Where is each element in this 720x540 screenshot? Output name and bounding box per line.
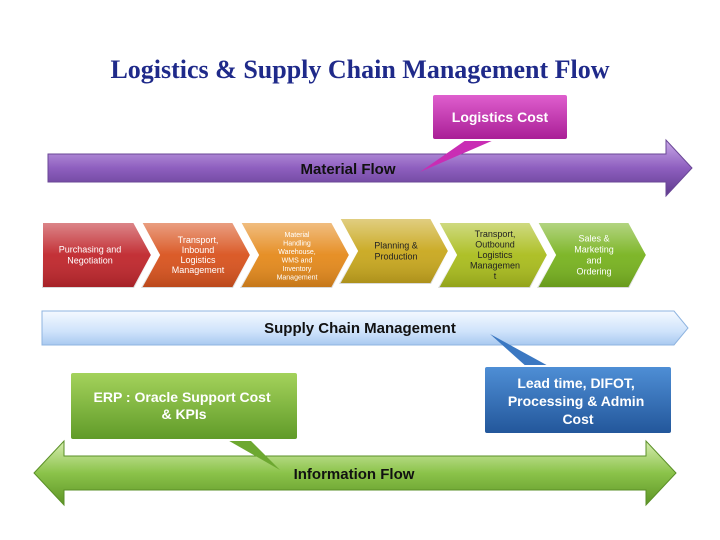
process-step-line: Marketing (574, 245, 614, 255)
process-step-line: and (586, 256, 601, 266)
process-step-line: Ordering (576, 267, 611, 277)
process-step-shine (141, 222, 251, 288)
process-step-line: Transport, (475, 229, 516, 239)
process-step: Planning &Production (337, 217, 451, 285)
process-step-line: Logistics (180, 255, 216, 265)
page-title: Logistics & Supply Chain Management Flow (110, 55, 609, 84)
process-step-line: Outbound (475, 240, 515, 250)
process-step-line: Managemen (470, 261, 520, 271)
lead-time-callout-pointer (490, 334, 552, 368)
process-step-line: Planning & (374, 241, 418, 251)
process-step-line: Inventory (283, 266, 312, 273)
erp-label: ERP : Oracle Support Cost & KPIs (94, 389, 275, 422)
process-step-line: Management (277, 274, 318, 281)
lead-time-label: Lead time, DIFOT, Processing & Admin Cos… (508, 375, 648, 427)
erp-callout (69, 371, 299, 441)
process-step-label: Planning &Production (374, 241, 418, 262)
material-flow-label: Material Flow (300, 161, 395, 178)
supply-chain-arrow (41, 310, 689, 346)
process-step-line: Logistics (477, 250, 513, 260)
process-step-line: Negotiation (67, 256, 113, 266)
process-step-shine (240, 222, 350, 288)
process-step-line: Handling (283, 240, 311, 247)
process-step-shine (339, 218, 449, 284)
erp-callout-pointer (224, 438, 280, 470)
logistics-cost-label: Logistics Cost (452, 109, 549, 125)
process-step-line: Production (374, 252, 417, 262)
information-flow-arrow (33, 439, 677, 507)
process-step-line: Warehouse, (278, 249, 316, 256)
process-step-line: Sales & (578, 234, 609, 244)
supply-chain-label: Supply Chain Management (264, 320, 456, 337)
process-step-shine (537, 222, 647, 288)
process-step-line: Transport, (178, 235, 219, 245)
process-step-line: Material (285, 232, 310, 239)
logistics-cost-callout (431, 93, 569, 141)
information-flow-label: Information Flow (294, 466, 415, 483)
process-step-line: WMS and (282, 257, 313, 264)
process-step-line: Purchasing and (59, 245, 122, 255)
process-step-line: t (494, 271, 497, 281)
material-flow-arrow (47, 138, 693, 198)
logistics-cost-callout-pointer (420, 140, 494, 172)
lead-time-callout (483, 365, 673, 435)
process-step-line: Inbound (182, 245, 215, 255)
process-step-line: Management (172, 265, 225, 275)
process-step-shine (438, 222, 548, 288)
process-step-shine (42, 222, 152, 288)
